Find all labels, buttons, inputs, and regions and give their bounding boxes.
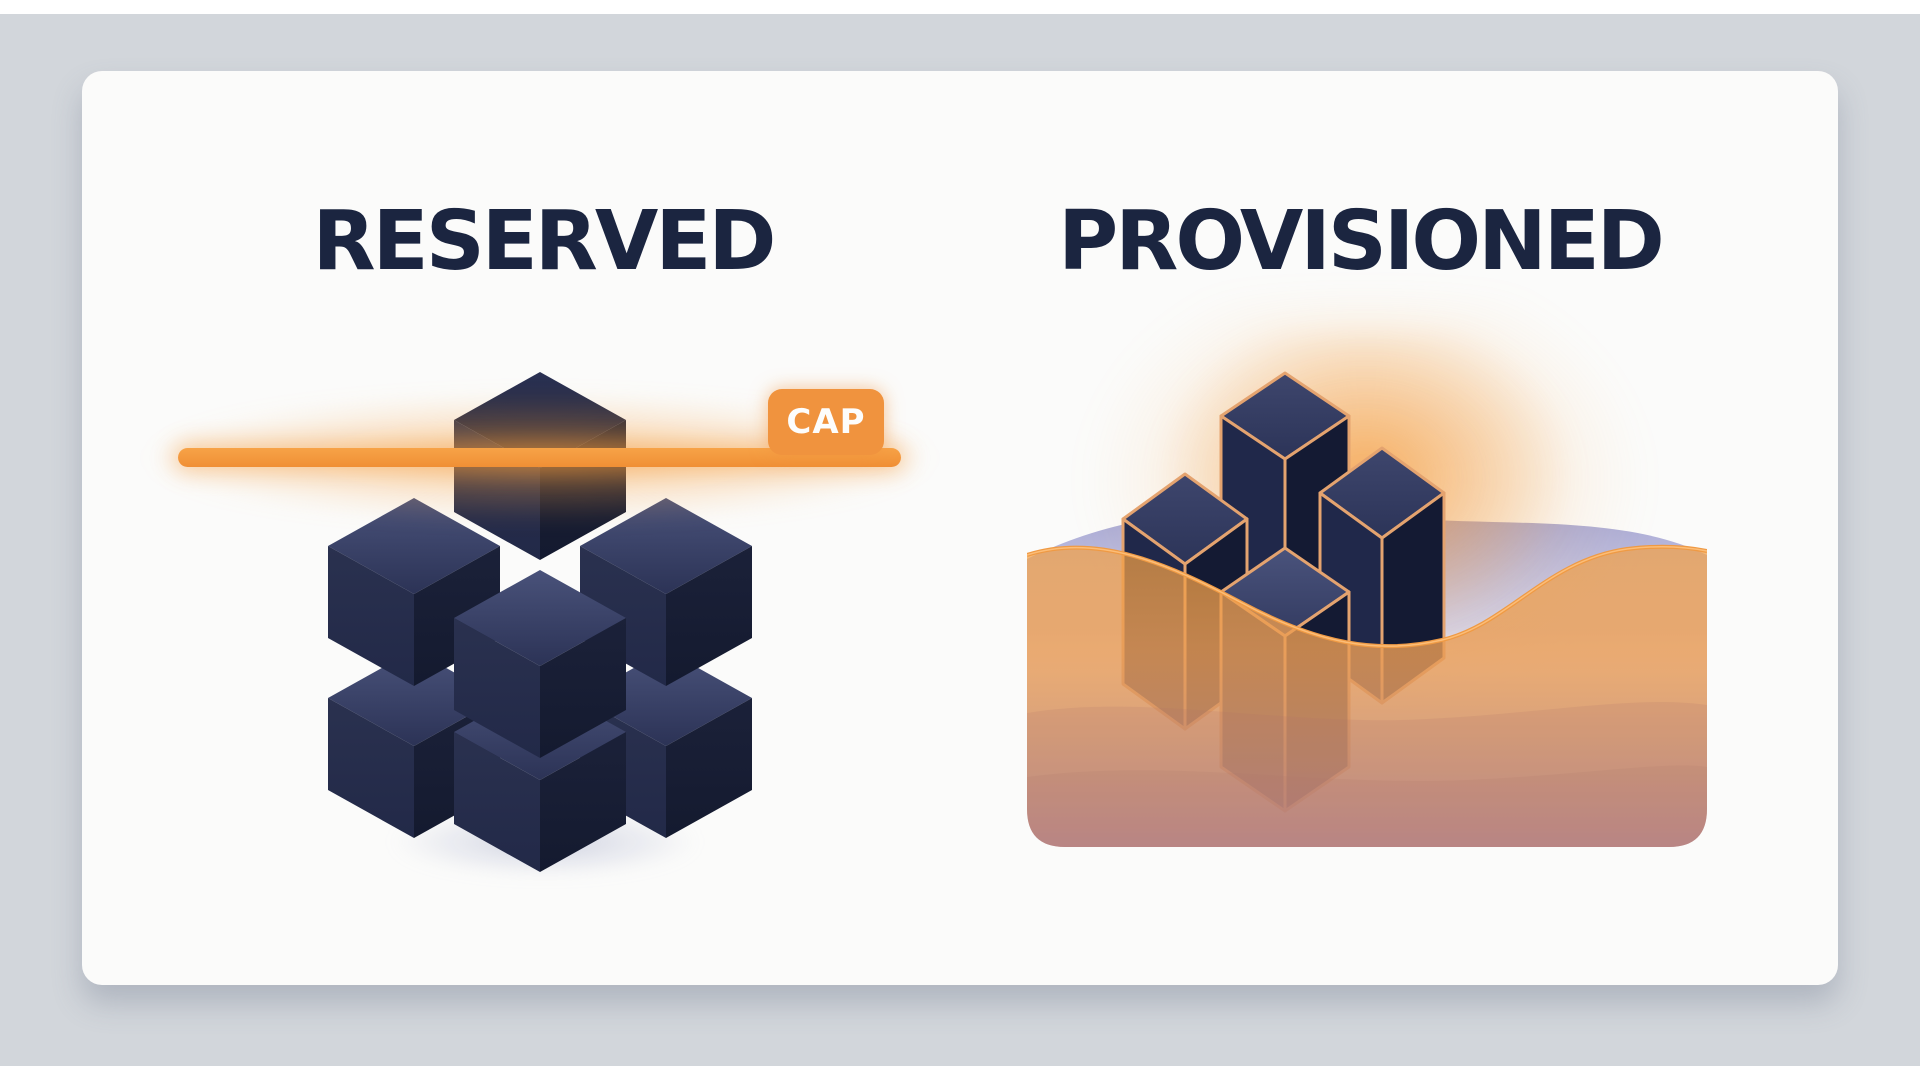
cap-tag: CAP xyxy=(768,389,884,455)
provisioned-tank-illustration xyxy=(1027,544,1707,847)
provisioned-title: PROVISIONED xyxy=(1058,194,1665,289)
liquid-body xyxy=(1027,546,1707,847)
inner-wave-1 xyxy=(1027,702,1707,847)
reserved-title: RESERVED xyxy=(312,194,777,289)
cap-tag-label: CAP xyxy=(786,402,866,442)
capacity-cap-line xyxy=(178,448,901,467)
inner-wave-2 xyxy=(1027,765,1707,847)
cube-mid-front xyxy=(454,570,626,758)
liquid-surface-highlight xyxy=(1027,546,1707,647)
